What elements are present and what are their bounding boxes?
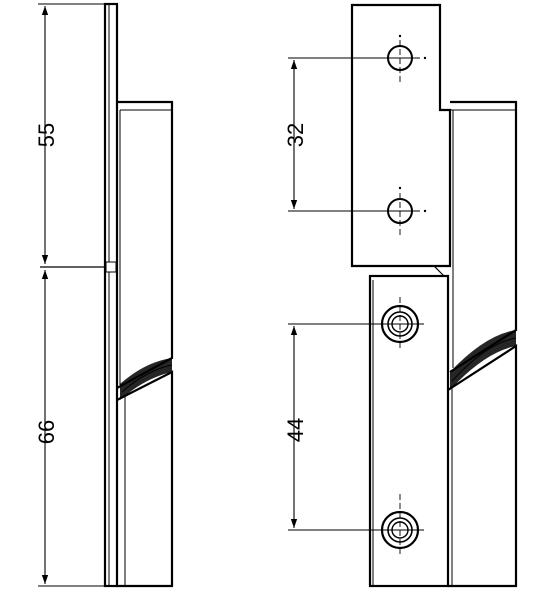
dimension-66-label: 66 (34, 420, 59, 444)
lower-hole-bottom (376, 494, 424, 557)
side-view-upper-knuckle (116, 100, 174, 389)
dimension-32: 32 (283, 57, 390, 212)
dimension-55: 55 (34, 3, 104, 264)
dimension-66: 66 (34, 270, 104, 587)
front-view-upper-plate (350, 3, 452, 268)
front-view-lower-knuckle (447, 343, 518, 588)
side-view: 55 66 (34, 2, 174, 588)
dimension-44-label: 44 (283, 418, 308, 442)
lower-hole-top (376, 297, 424, 350)
upper-hole-bottom (382, 186, 427, 238)
dimension-32-label: 32 (283, 123, 308, 147)
front-view: 32 44 (283, 3, 518, 588)
side-view-lower-knuckle (116, 370, 174, 588)
dimension-55-label: 55 (34, 123, 59, 147)
side-view-plate (103, 2, 119, 588)
front-view-twist-band (450, 330, 516, 390)
front-view-upper-knuckle (449, 100, 518, 373)
dimension-44: 44 (283, 323, 380, 531)
